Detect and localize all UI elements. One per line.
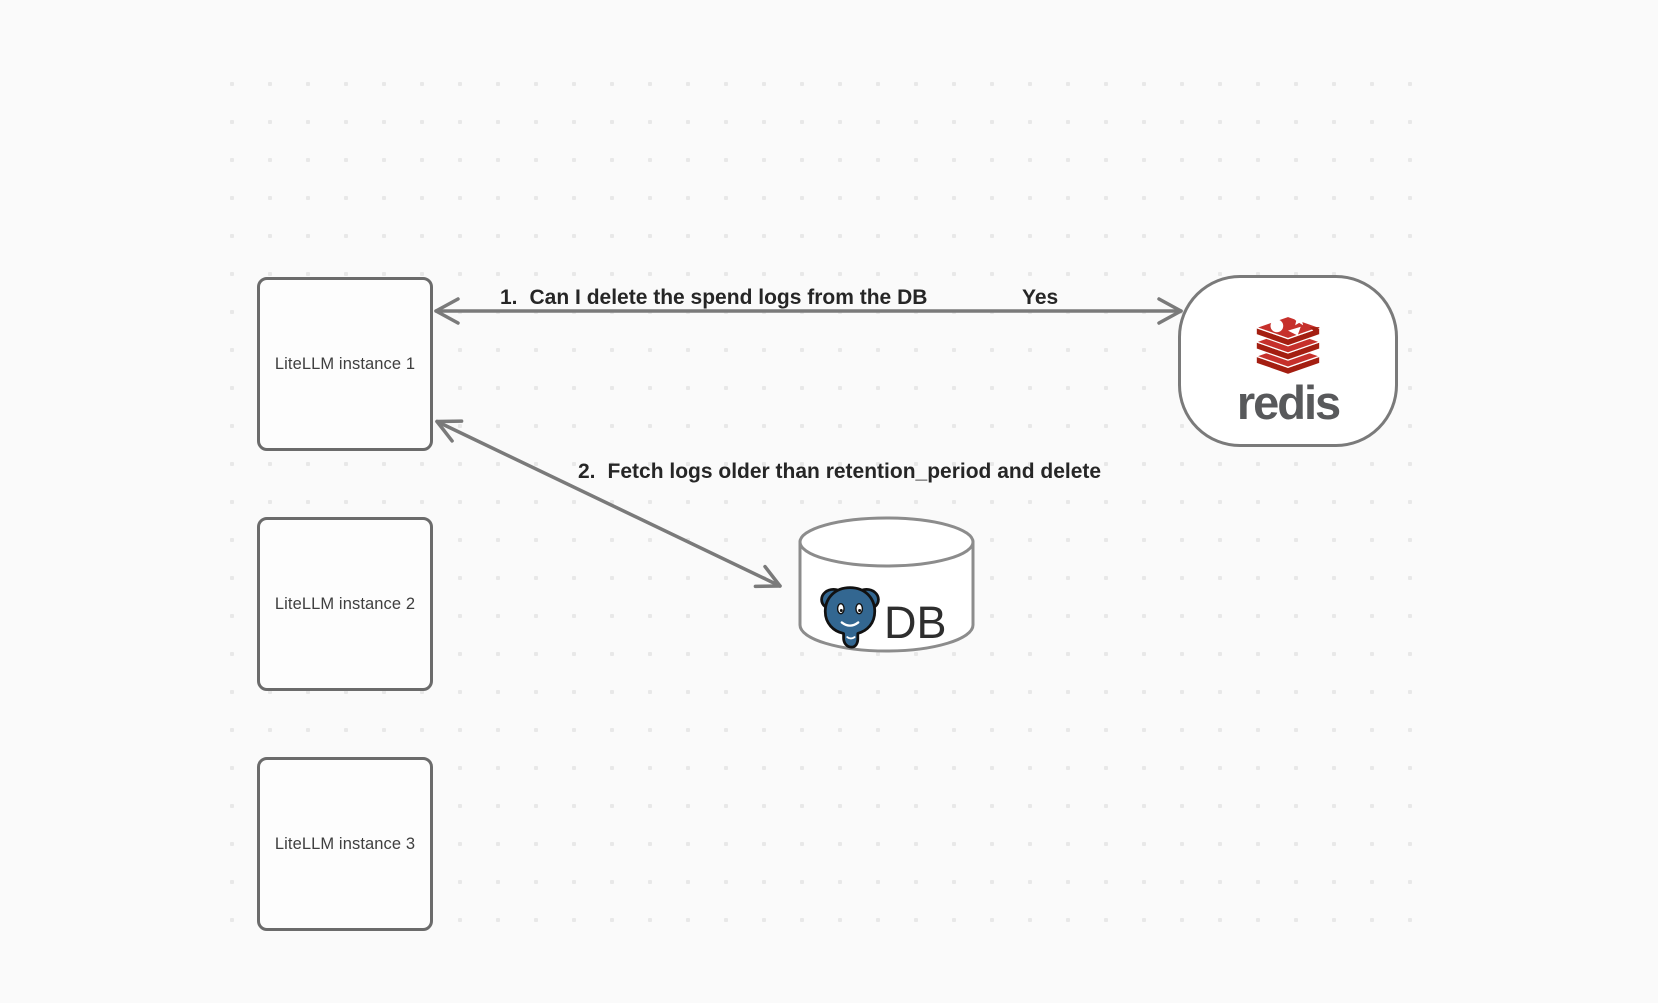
redis-node[interactable]: redis [1178, 275, 1398, 447]
instance-label: LiteLLM instance 3 [274, 834, 416, 853]
litellm-instance-1-node[interactable]: LiteLLM instance 1 [257, 277, 433, 451]
database-node[interactable]: DB [798, 516, 975, 653]
redis-logo-icon [1255, 313, 1321, 376]
instance-label: LiteLLM instance 2 [274, 594, 416, 613]
edge-text: Fetch logs older than retention_period a… [607, 460, 1102, 483]
db-label: DB [884, 597, 947, 648]
redis-wordmark: redis [1236, 376, 1341, 429]
instance-label: LiteLLM instance 1 [274, 354, 416, 373]
litellm-instance-2-node[interactable]: LiteLLM instance 2 [257, 517, 433, 691]
edge-text: Can I delete the spend logs from the DB [529, 286, 928, 309]
edge-number: 2. [578, 460, 596, 483]
edge-label-delete-spend-logs: 1. Can I delete the spend logs from the … [500, 287, 927, 308]
litellm-instance-3-node[interactable]: LiteLLM instance 3 [257, 757, 433, 931]
edge-number: 1. [500, 286, 518, 309]
edge-label-fetch-logs: 2. Fetch logs older than retention_perio… [578, 461, 1101, 482]
postgresql-icon [820, 586, 880, 649]
edge-response-yes: Yes [1022, 286, 1059, 309]
